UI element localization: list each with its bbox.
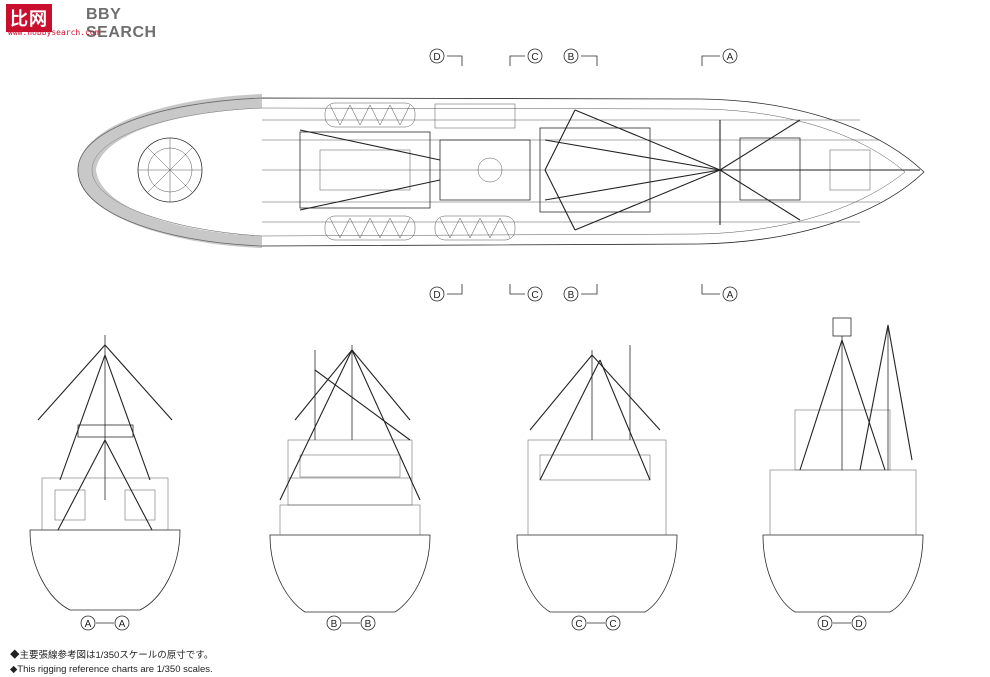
section-view-b: B B [269,345,431,631]
section-view-c: C C [516,345,678,631]
marker-top-b-label: B [568,52,575,63]
section-view-a: A A [29,335,181,631]
plan-view [77,94,925,248]
marker-bottom-b-label: B [568,290,575,301]
marker-top-b: B [563,48,598,66]
marker-top-a: A [701,48,738,66]
marker-bottom-a-label: A [727,290,734,301]
section-view-d: D D [762,317,924,631]
note-english: ◆This rigging reference charts are 1/350… [10,664,213,675]
label-d-d-right: D [855,619,862,630]
label-c-c-right: C [609,619,616,630]
marker-top-a-label: A [727,52,734,63]
marker-bottom-d-label: D [433,290,440,301]
note-japanese: ◆主要張線参考図は1/350スケールの原寸です。 [10,650,214,661]
label-d-d-left: D [821,619,828,630]
marker-bottom-c-label: C [531,290,538,301]
label-b-b: B B [326,615,376,631]
label-a-a: A A [80,615,130,631]
label-b-b-left: B [331,619,338,630]
watermark-logo: 比网 BBY SEARCH www.hobbysearch.com [6,4,166,41]
label-c-c: C C [571,615,621,631]
label-a-a-left: A [85,619,92,630]
marker-bottom-b: B [563,284,598,302]
logo-site: www.hobbysearch.com [8,28,100,37]
label-d-d: D D [817,615,867,631]
label-a-a-right: A [119,619,126,630]
scale-notes: ◆主要張線参考図は1/350スケールの原寸です。 ◆This rigging r… [10,649,213,677]
marker-top-d-label: D [433,52,440,63]
label-b-b-right: B [365,619,372,630]
section-markers-top: D C B A [429,48,738,66]
marker-top-c: C [509,48,543,66]
marker-bottom-a: A [701,284,738,302]
logo-brand: BBY SEARCH [86,6,157,41]
marker-bottom-d: D [429,284,463,302]
marker-bottom-c: C [509,284,543,302]
marker-top-c-label: C [531,52,538,63]
marker-top-d: D [429,48,463,66]
section-markers-bottom: D C B A [429,284,738,302]
label-c-c-left: C [575,619,582,630]
logo-badge: 比网 [6,4,52,32]
